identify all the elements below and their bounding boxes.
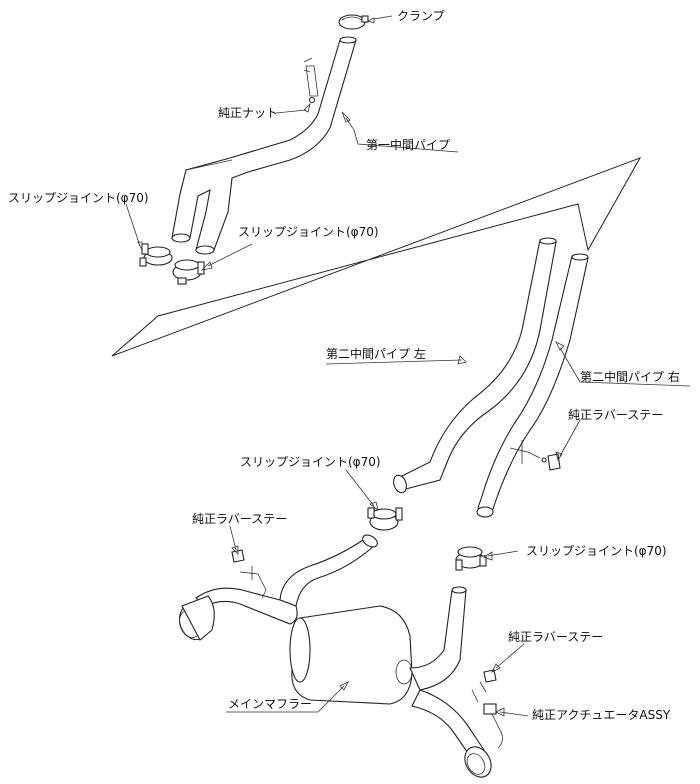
- slip-joint-1-part: [139, 243, 173, 267]
- label-second-mid-pipe-right: 第二中間パイプ 右: [580, 369, 680, 384]
- label-slip-joint-2: スリップジョイント(φ70): [238, 225, 379, 239]
- label-slip-joint-4: スリップジョイント(φ70): [526, 544, 667, 558]
- label-oem-nut: 純正ナット: [218, 106, 278, 120]
- second-mid-pipe-right-part: [476, 253, 589, 518]
- label-oem-rubber-stay-1: 純正ラバーステー: [568, 408, 663, 422]
- label-second-mid-pipe-left: 第二中間パイプ 左: [326, 346, 426, 361]
- first-mid-pipe-part: [171, 36, 357, 255]
- slip-joint-3-part: [367, 507, 403, 531]
- slip-joint-4-part: [455, 546, 487, 571]
- label-oem-rubber-stay-3: 純正ラバーステー: [508, 630, 603, 644]
- main-muffler-part: [178, 534, 503, 778]
- second-mid-pipe-left-part: [393, 237, 557, 494]
- label-main-muffler: メインマフラー: [228, 697, 312, 711]
- clamp-part: [338, 14, 369, 30]
- group-outline: [111, 157, 642, 357]
- label-slip-joint-3: スリップジョイント(φ70): [240, 455, 381, 469]
- label-clamp: クランプ: [397, 9, 445, 23]
- label-oem-rubber-stay-2: 純正ラバーステー: [192, 512, 287, 526]
- label-slip-joint-1: スリップジョイント(φ70): [8, 191, 149, 205]
- leader-lines: [125, 15, 691, 717]
- label-first-mid-pipe: 第一中間パイプ: [366, 137, 450, 152]
- slip-joint-2-part: [172, 259, 205, 285]
- label-oem-actuator: 純正アクチュエータASSY: [532, 708, 671, 722]
